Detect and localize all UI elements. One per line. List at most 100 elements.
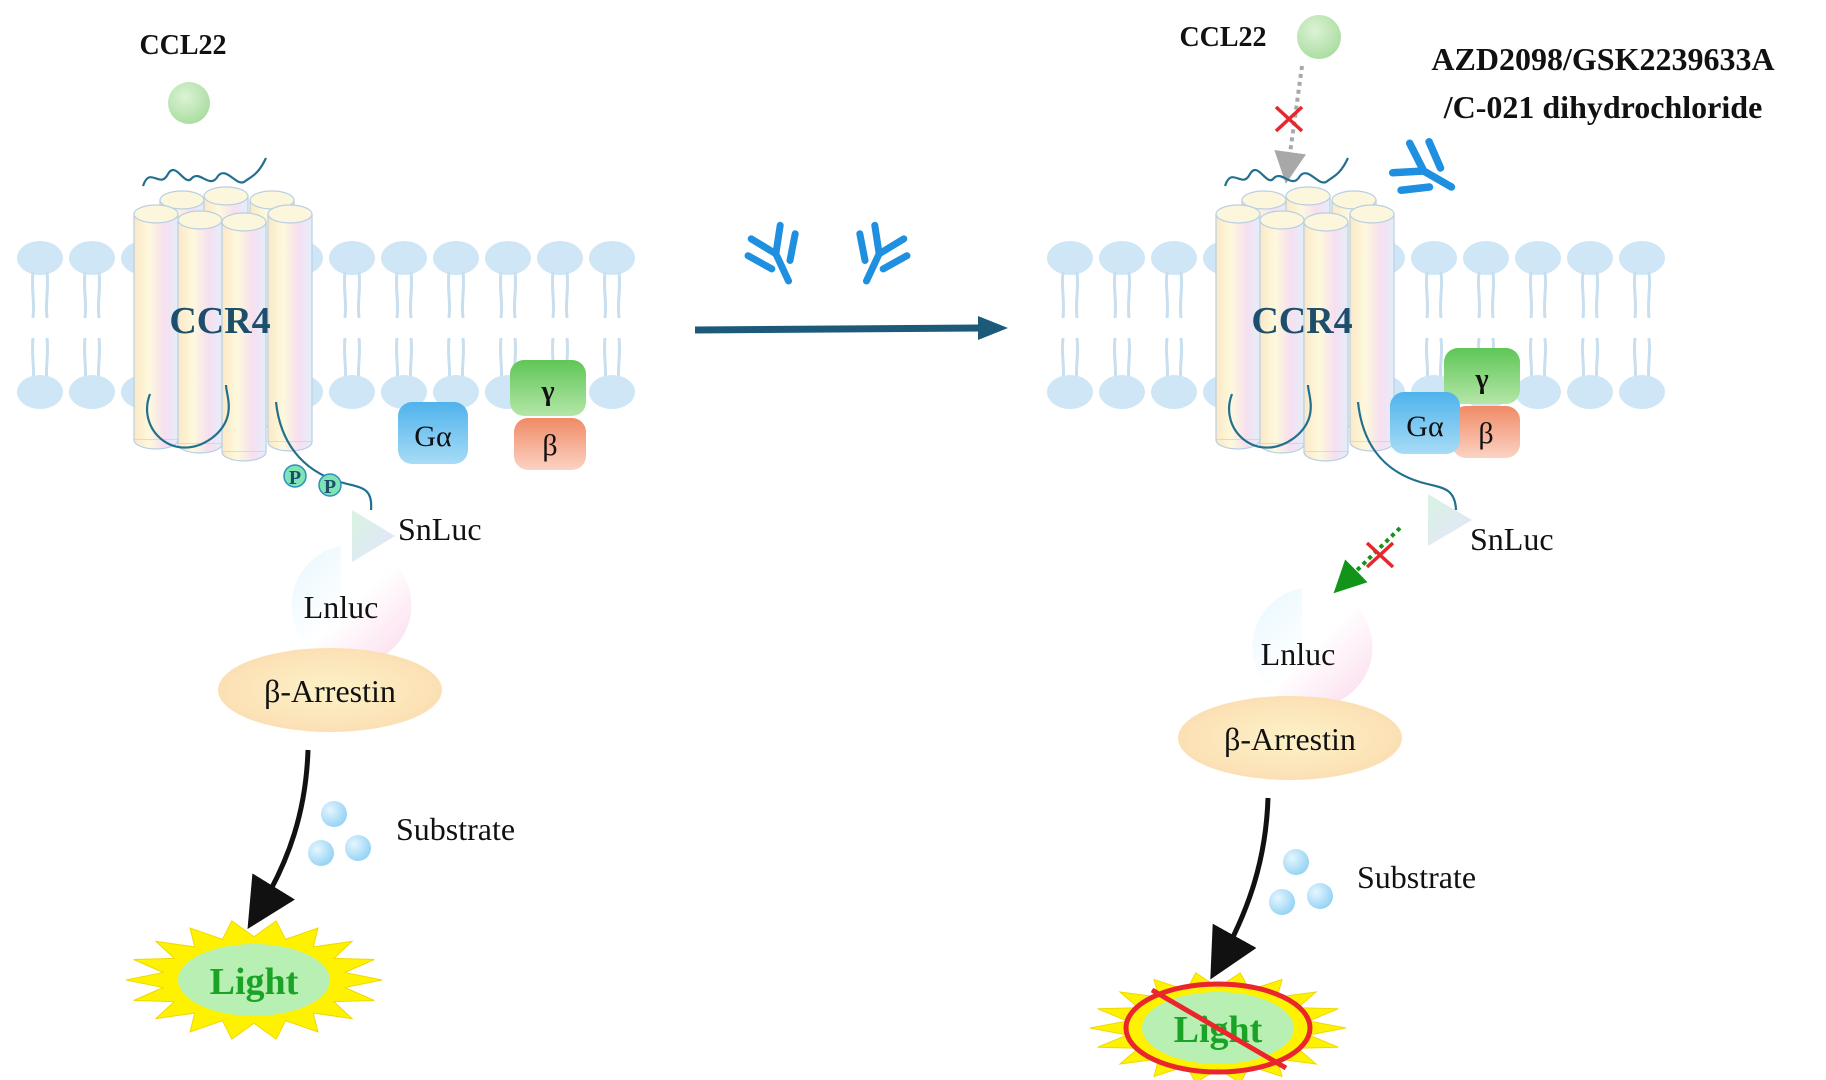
lipid-head — [433, 241, 479, 275]
left-light-burst: Light — [125, 920, 383, 1040]
no-light-slash — [1150, 987, 1288, 1071]
right-ccl22-ligand — [1297, 15, 1341, 59]
tm-helix — [1349, 213, 1395, 443]
right-beta-arrestin: β-Arrestin — [1178, 696, 1402, 780]
left-ligand-label: CCL22 — [139, 30, 226, 61]
lipid-head — [589, 241, 635, 275]
lipid-head — [1567, 241, 1613, 275]
lipid-tail — [1528, 271, 1548, 319]
left-phospho-1: P — [289, 467, 301, 489]
lipid-head — [1099, 241, 1145, 275]
svg-text:β: β — [542, 429, 557, 462]
svg-text:Substrate: Substrate — [1357, 859, 1476, 895]
right-panel: CCL22 AZD2098/GSK2239633A /C-021 dihydro… — [1047, 15, 1775, 1080]
process-arrow — [694, 324, 981, 334]
right-substrate: Substrate — [1269, 849, 1476, 915]
lipid-head — [1515, 375, 1561, 409]
lipid-head — [537, 241, 583, 275]
lipid-head — [17, 375, 63, 409]
lipid-tail — [342, 271, 362, 319]
tm-helix-top — [133, 204, 179, 224]
lipid-head — [381, 241, 427, 275]
tm-helix — [221, 221, 267, 453]
left-light-label: Light — [210, 961, 299, 1003]
left-g-beta: β — [514, 418, 586, 470]
right-binding-arrow-blocked — [1274, 65, 1307, 184]
lipid-head — [433, 375, 479, 409]
drug-label-line1: AZD2098/GSK2239633A — [1431, 41, 1774, 77]
svg-text:γ: γ — [1474, 364, 1488, 395]
left-panel: CCL22 CCR4 P P Gα β γ — [17, 30, 635, 1040]
left-beta-arrestin: β-Arrestin — [218, 648, 442, 732]
lipid-head — [1619, 375, 1665, 409]
lipid-tail — [550, 271, 570, 319]
antibody-icon — [744, 221, 799, 285]
right-light-burst: Light — [1089, 972, 1347, 1080]
lipid-head — [1047, 241, 1093, 275]
svg-text:β-Arrestin: β-Arrestin — [264, 673, 396, 709]
left-ccr4-receptor: CCR4 — [133, 157, 373, 511]
lipid-head — [69, 375, 115, 409]
right-lnluc: Lnluc — [1252, 588, 1373, 708]
tm-helix — [177, 219, 223, 445]
no-light-circle — [1123, 981, 1313, 1075]
lipid-tail — [394, 271, 414, 319]
lipid-tail — [1424, 271, 1444, 319]
left-ccl22-ligand — [168, 82, 210, 124]
lipid-head — [1619, 241, 1665, 275]
tm-helix-top — [177, 210, 223, 230]
tm-helix-top — [1349, 204, 1395, 224]
lipid-tail — [1632, 271, 1652, 319]
left-snluc: SnLuc — [352, 510, 482, 562]
lipid-head — [1567, 375, 1613, 409]
tm-helix-top — [1285, 186, 1331, 206]
svg-text:Lnluc: Lnluc — [1261, 636, 1336, 672]
right-complementation-block-x — [1365, 541, 1395, 569]
tm-helix-bottom — [1303, 451, 1349, 462]
lipid-head — [1515, 241, 1561, 275]
left-g-alpha: Gα — [398, 402, 468, 464]
left-receptor-label: CCR4 — [169, 300, 270, 342]
right-g-beta: β — [1452, 406, 1520, 458]
right-g-alpha: Gα — [1390, 392, 1460, 454]
lipid-head — [329, 241, 375, 275]
tm-helix-bottom — [221, 451, 267, 462]
svg-text:Substrate: Substrate — [396, 811, 515, 847]
right-ccr4-receptor: CCR4 — [1215, 157, 1458, 511]
lipid-head — [17, 241, 63, 275]
lipid-head — [589, 375, 635, 409]
left-phospho-2: P — [324, 476, 336, 498]
lipid-head — [381, 375, 427, 409]
process-arrow-head — [978, 316, 1008, 340]
svg-text:Gα: Gα — [414, 420, 452, 453]
left-phospho-sites: P P — [283, 464, 342, 498]
svg-text:Lnluc: Lnluc — [304, 589, 379, 625]
lipid-tail — [1060, 271, 1080, 319]
right-complementation-arrow-blocked — [1333, 526, 1402, 594]
lipid-tail — [498, 271, 518, 319]
left-lnluc: Lnluc — [291, 546, 412, 666]
lipid-tail — [1112, 271, 1132, 319]
right-signal-arrow — [1210, 797, 1271, 980]
lipid-tail — [1164, 271, 1184, 319]
svg-text:SnLuc: SnLuc — [398, 511, 482, 547]
lipid-head — [69, 241, 115, 275]
lipid-tail — [82, 271, 102, 319]
lipid-tail — [1580, 271, 1600, 319]
tm-helix-top — [1215, 204, 1261, 224]
tm-helix — [1259, 219, 1305, 445]
svg-text:γ: γ — [540, 376, 554, 407]
svg-text:β-Arrestin: β-Arrestin — [1224, 721, 1356, 757]
svg-text:β: β — [1478, 417, 1493, 450]
antibody-icon — [856, 221, 911, 285]
tm-helix-top — [203, 186, 249, 206]
lipid-head — [1463, 241, 1509, 275]
lipid-tail — [446, 271, 466, 319]
tm-helix-top — [1303, 212, 1349, 232]
lipid-head — [329, 375, 375, 409]
lipid-head — [1047, 375, 1093, 409]
lipid-head — [1151, 375, 1197, 409]
right-ligand-label: CCL22 — [1179, 22, 1266, 53]
lipid-tail — [602, 271, 622, 319]
